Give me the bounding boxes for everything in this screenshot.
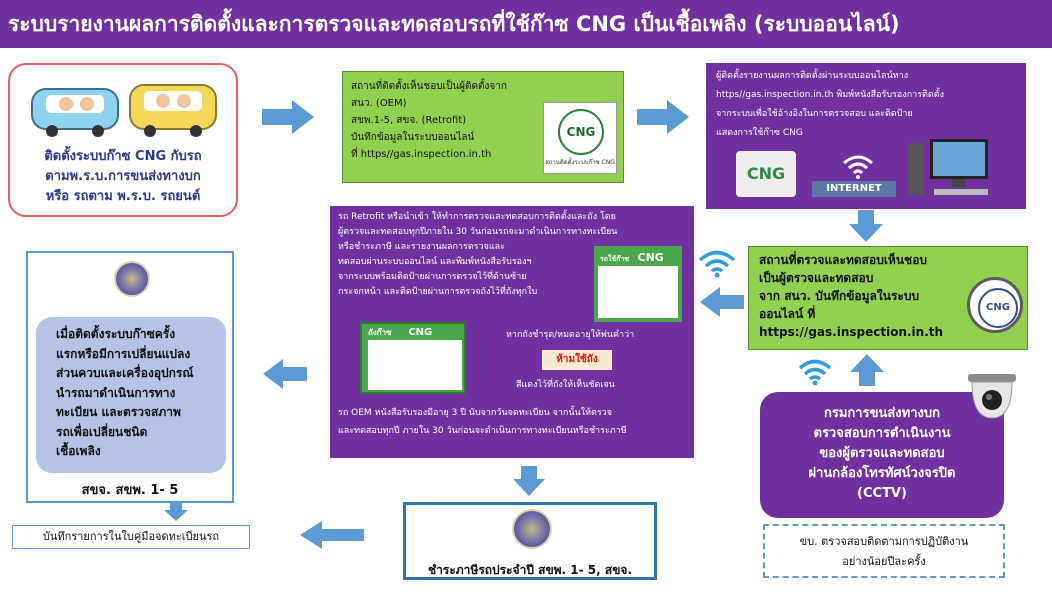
cctv-line: ของผู้ตรวจและทดสอบ	[819, 446, 945, 461]
first-install-line: แรกหรือมีการเปลี่ยนแปลง	[56, 346, 191, 361]
first-install-line: รถเพื่อเปลี่ยนชนิด	[56, 424, 148, 439]
annual-tax-label: ชำระภาษีรถประจำปี สขพ. 1- 5, สขจ.	[428, 563, 632, 577]
do-not-use-label: ห้ามใช้ถัง	[542, 350, 612, 370]
test-station-line: สถานที่ตรวจและทดสอบเห็นชอบ	[759, 253, 928, 267]
first-install-line: ทะเบียน และตรวจสภาพ	[56, 405, 181, 419]
wifi-icon	[698, 250, 736, 278]
retrofit-line: หรือชำระภาษี และรายงานผลการตรวจและ	[338, 242, 505, 252]
test-station-line: จาก สนว. บันทึกข้อมูลในระบบ	[759, 289, 920, 303]
oem-line: รถ OEM หนังสือรับรองมีอายุ 3 ปี นับจากวั…	[338, 408, 613, 418]
wifi-icon	[843, 155, 873, 179]
step-install-box: ติดตั้งระบบก๊าซ CNG กับรถ ตามพ.ร.บ.การขน…	[8, 63, 238, 217]
tank-certificate: ถังก๊าซ CNG	[360, 322, 466, 394]
department-seal-icon	[512, 509, 552, 549]
retrofit-line: ทดสอบผ่านระบบออนไลน์ และพิมพ์หนังสือรับร…	[338, 257, 532, 267]
follow-up-line: ขบ. ตรวจสอบติดตามการปฏิบัติงาน	[799, 535, 969, 548]
internet-label: INTERNET	[812, 181, 896, 197]
test-station-line: ออนไลน์ ที่	[759, 307, 816, 321]
cars-illustration	[31, 84, 217, 137]
flow-arrow-down-icon	[513, 466, 545, 496]
installer-line: บันทึกข้อมูลในระบบออนไลน์	[351, 132, 475, 143]
first-install-line: เชื้อเพลิง	[56, 444, 101, 458]
oem-line: และทดสอบทุกปี ภายใน 30 วันก่อนจะดำเนินกา…	[338, 426, 627, 436]
red-note: สีแดงไว้ที่ถังให้เห็นชัดเจน	[516, 380, 615, 390]
annual-tax-box: ชำระภาษีรถประจำปี สขพ. 1- 5, สขจ.	[403, 502, 657, 580]
step-installer-box: สถานที่ติดตั้งเห็นชอบเป็นผู้ติดตั้งจาก ส…	[342, 71, 624, 183]
online-report-line: จากระบบเพื่อใช้อ้างอิงในการตรวจสอบ และติ…	[716, 109, 913, 119]
step-install-line: หรือ รถตาม พ.ร.บ. รถยนต์	[45, 189, 201, 204]
first-install-line: เมื่อติดตั้งระบบก๊าซครั้ง	[56, 327, 176, 341]
follow-up-line: อย่างน้อยปีละครั้ง	[842, 555, 926, 568]
online-report-line: https//gas.inspection.in.th พิมพ์หนังสือ…	[716, 90, 944, 100]
vehicle-certificate: รถใช้ก๊าซ CNG	[594, 246, 682, 322]
flow-arrow-down-icon	[164, 503, 188, 521]
vehicle-certificate-cng: CNG	[637, 251, 664, 264]
test-station-line: https://gas.inspection.in.th	[759, 325, 944, 339]
flow-arrow-left-icon	[300, 521, 364, 549]
online-report-line: แสดงการใช้ก๊าซ CNG	[716, 128, 803, 138]
tank-certificate-title: ถังก๊าซ	[368, 328, 392, 337]
registration-panel: เมื่อติดตั้งระบบก๊าซครั้ง แรกหรือมีการเป…	[26, 251, 234, 503]
first-install-line: ส่วนควบและเครื่องอุปกรณ์	[56, 366, 194, 380]
installer-badge-caption: สถานติดตั้งระบบก๊าซ CNG	[545, 159, 615, 166]
retrofit-line: รถ Retrofit หรือนำเข้า ให้ทำการตรวจและทด…	[338, 212, 616, 222]
step-install-line: ติดตั้งระบบก๊าซ CNG กับรถ	[44, 149, 202, 164]
installer-line: สนว. (OEM)	[351, 98, 407, 109]
flow-arrow-right-icon	[637, 100, 689, 134]
retrofit-line: จากระบบพร้อมติดป้ายผ่านการตรวจไว้ที่ด้าน…	[338, 272, 527, 282]
installer-line: สขพ.1-5, สขจ. (Retrofit)	[351, 115, 467, 126]
expire-note: หากถังชำรุด/หมดอายุให้พ่นคำว่า	[506, 330, 635, 340]
cctv-camera-icon	[968, 374, 1016, 419]
first-install-box: เมื่อติดตั้งระบบก๊าซครั้ง แรกหรือมีการเป…	[36, 317, 226, 473]
cng-logo-text: CNG	[746, 164, 786, 183]
installer-line: ที่ https//gas.inspection.in.th	[351, 149, 492, 160]
test-station-badge: CNG	[967, 277, 1023, 333]
retrofit-oem-panel: รถ Retrofit หรือนำเข้า ให้ทำการตรวจและทด…	[330, 206, 694, 458]
computer-icon	[908, 139, 988, 195]
step-install-line: ตามพ.ร.บ.การขนส่งทางบก	[45, 169, 201, 184]
online-report-line: ผู้ติดตั้งรายงานผลการติดตั้งผ่านระบบออนไ…	[716, 71, 909, 81]
flow-arrow-right-icon	[262, 100, 314, 134]
tank-certificate-cng: CNG	[408, 327, 433, 338]
flow-arrow-left-icon	[700, 287, 744, 317]
cng-badge-icon: CNG	[978, 288, 1018, 328]
follow-up-box: ขบ. ตรวจสอบติดตามการปฏิบัติงาน อย่างน้อย…	[763, 524, 1005, 578]
installer-badge: CNG สถานติดตั้งระบบก๊าซ CNG	[543, 102, 617, 174]
vehicle-certificate-title: รถใช้ก๊าซ	[600, 255, 630, 263]
flow-arrow-left-icon	[263, 359, 307, 389]
retrofit-line: ผู้ตรวจและทดสอบทุกปีภายใน 30 วันก่อนรถจะ…	[338, 227, 618, 237]
cctv-line: ตรวจสอบการดำเนินงาน	[813, 426, 951, 441]
installer-line: สถานที่ติดตั้งเห็นชอบเป็นผู้ติดตั้งจาก	[351, 81, 507, 92]
cctv-line: ผ่านกล้องโทรทัศน์วงจรปิด	[808, 466, 956, 481]
retrofit-line: กระจกหน้า และติดป้ายผ่านการตรวจถังไว้ที่…	[338, 287, 538, 297]
cctv-line: (CCTV)	[857, 486, 907, 501]
page-title: ระบบรายงานผลการติดตั้งและการตรวจและทดสอบ…	[0, 0, 1052, 48]
test-station-line: เป็นผู้ตรวจและทดสอบ	[759, 271, 874, 285]
step-test-station-box: สถานที่ตรวจและทดสอบเห็นชอบ เป็นผู้ตรวจแล…	[748, 246, 1028, 350]
flow-arrow-down-icon	[849, 210, 883, 242]
step-online-report-box: ผู้ติดตั้งรายงานผลการติดตั้งผ่านระบบออนไ…	[706, 63, 1026, 209]
department-seal-icon	[114, 261, 150, 297]
first-install-line: นำรถมาดำเนินการทาง	[56, 385, 176, 400]
cng-badge-icon: CNG	[558, 109, 604, 155]
flow-arrow-up-icon	[850, 354, 884, 386]
wifi-icon	[798, 359, 832, 385]
cctv-monitoring-box: กรมการขนส่งทางบก ตรวจสอบการดำเนินงาน ของ…	[760, 392, 1004, 518]
record-box: บันทึกรายการในใบคู่มือจดทะเบียนรถ	[12, 525, 250, 549]
cng-logo: CNG	[736, 151, 796, 197]
cctv-line: กรมการขนส่งทางบก	[824, 406, 940, 421]
registration-offices: สขจ. สขพ. 1- 5	[81, 483, 179, 498]
